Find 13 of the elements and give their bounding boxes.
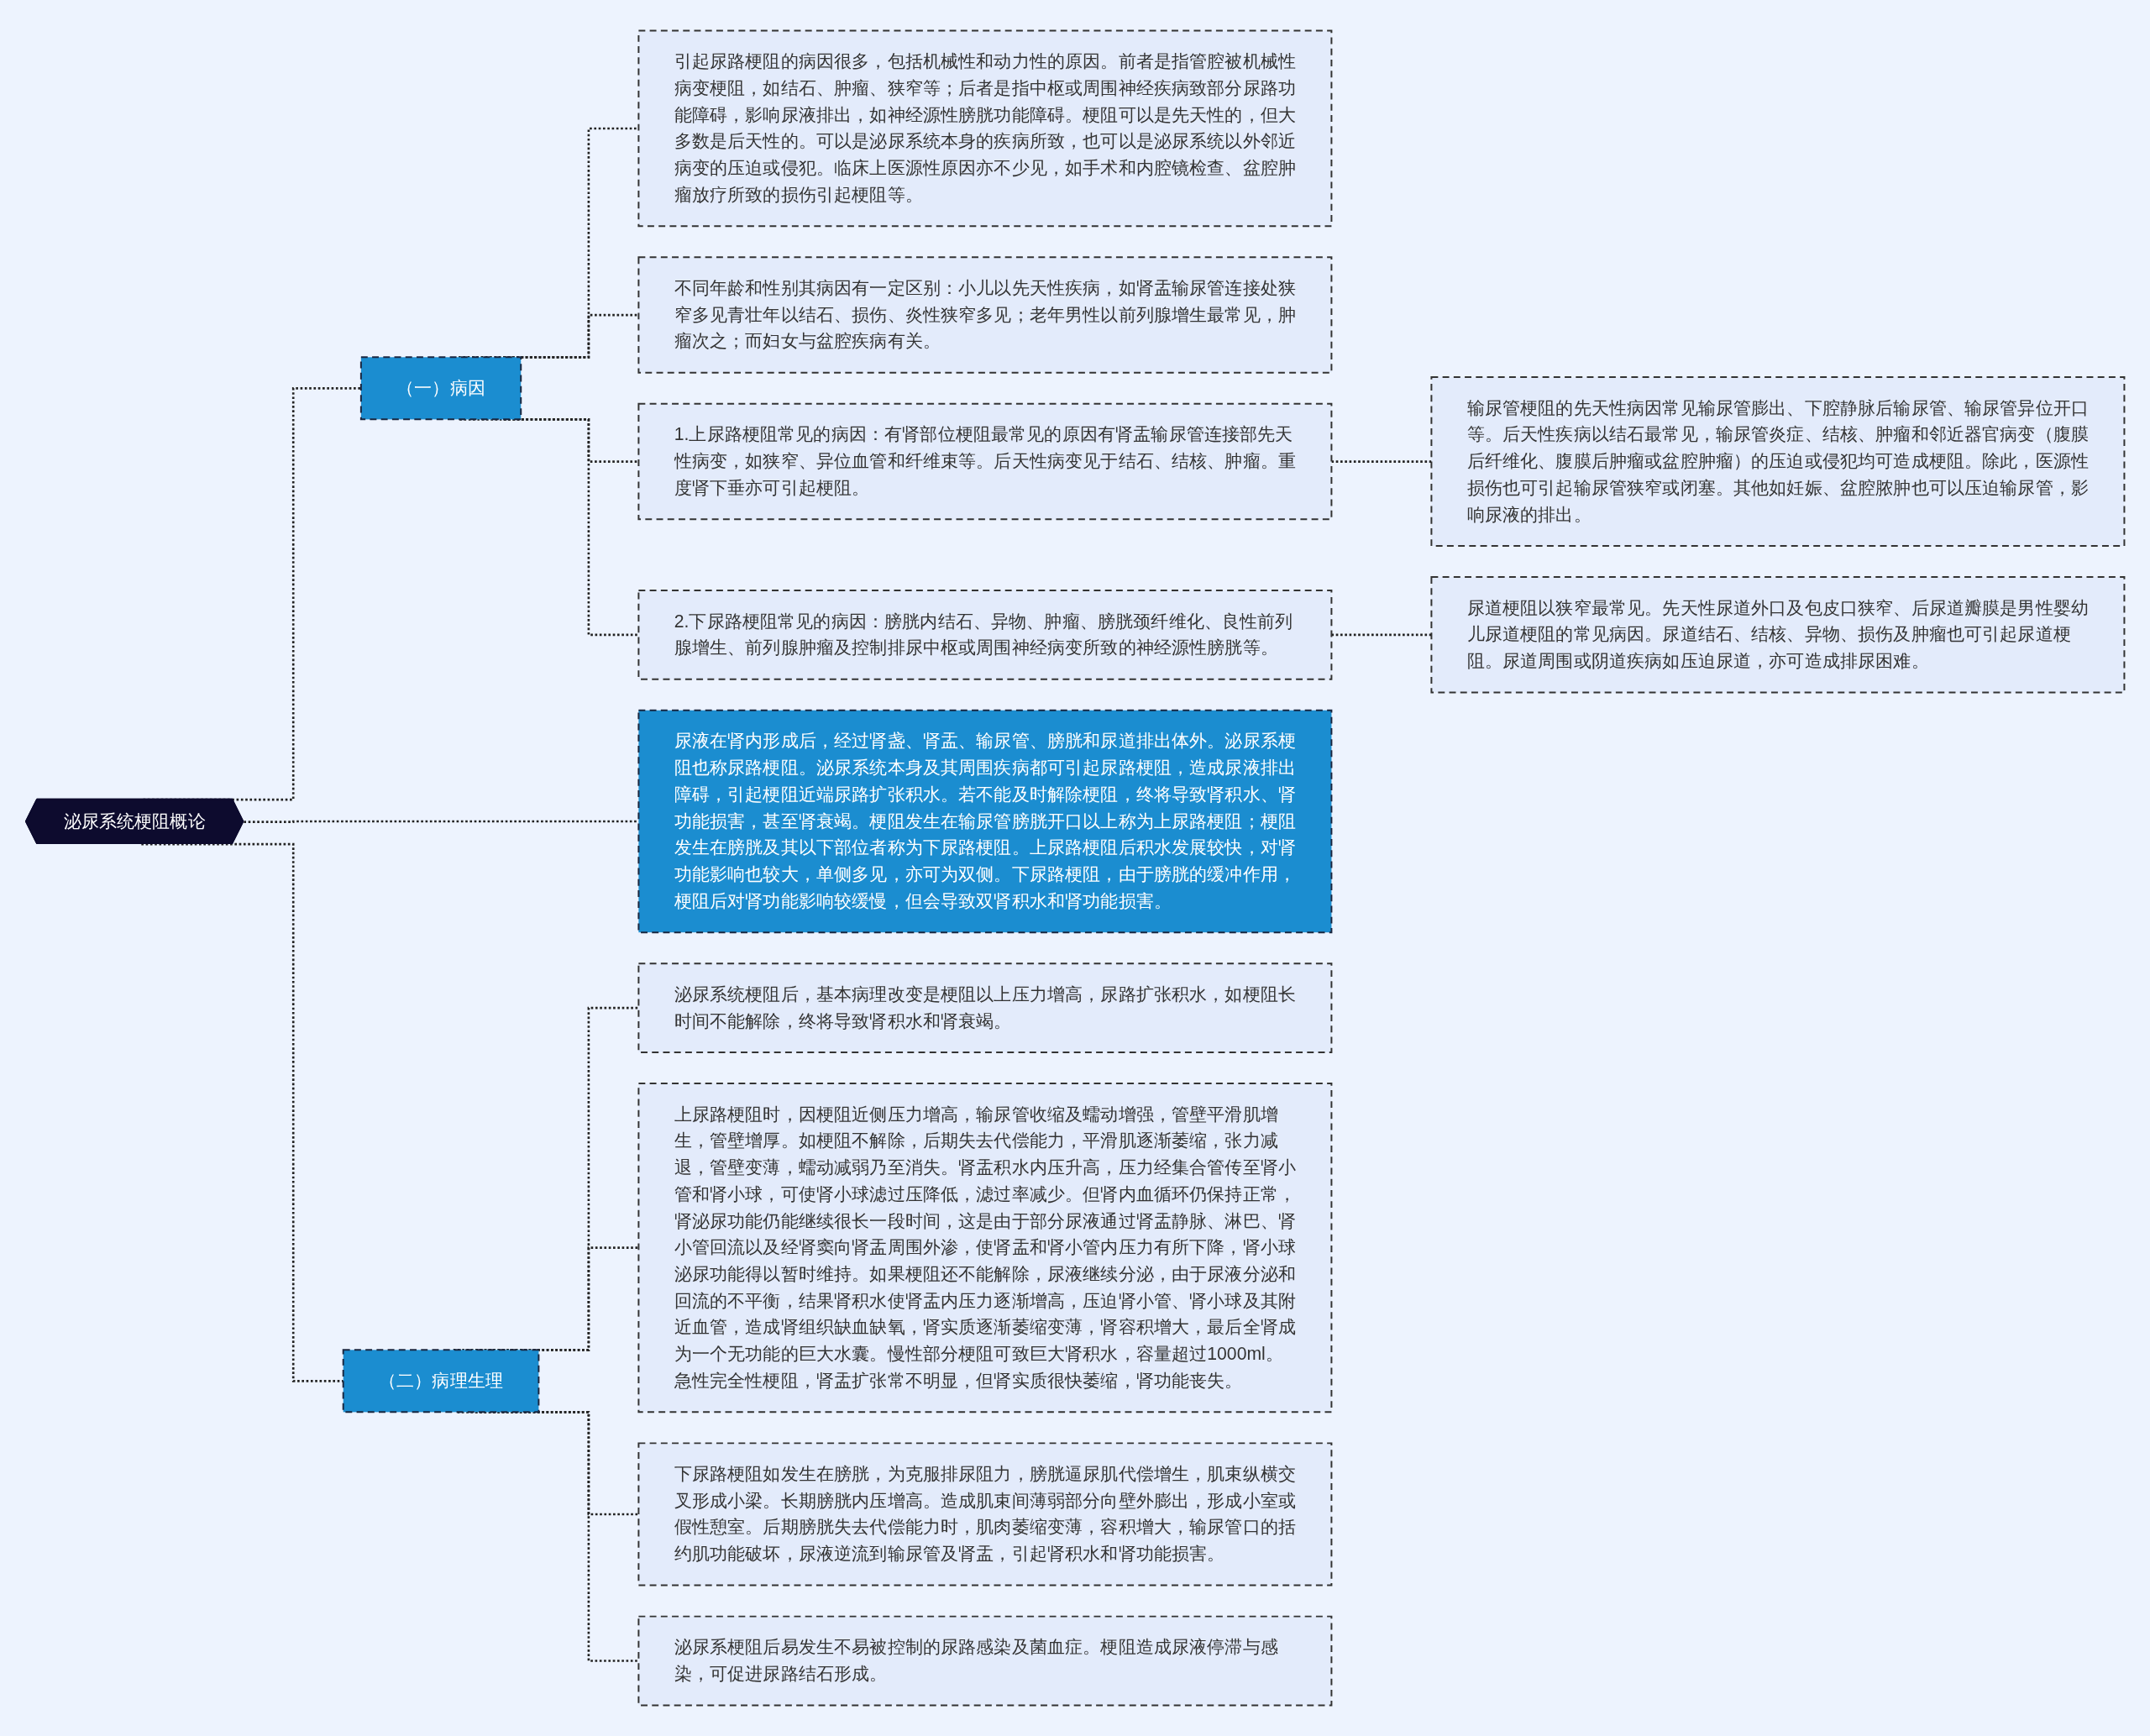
node-box: 尿道梗阻以狭窄最常见。先天性尿道外口及包皮口狭窄、后尿道瓣膜是男性婴幼儿尿道梗阻的常见病因。尿道结石、结核、异物、损伤及肿瘤也可引起尿道梗阻。尿道周围或阴道疾病如压迫尿道，亦可造成排尿困难。 [1430,576,2126,694]
node-box: 泌尿系统梗阻后，基本病理改变是梗阻以上压力增高，尿路扩张积水，如梗阻长时间不能解除，终将导致肾积水和肾衰竭。 [637,962,1333,1053]
node-box: 下尿路梗阻如发生在膀胱，为克服排尿阻力，膀胱逼尿肌代偿增生，肌束纵横交叉形成小梁。长期膀胱内压增高。造成肌束间薄弱部分向壁外膨出，形成小室或假性憩室。后期膀胱失去代偿能力时，肌肉萎缩变薄，容积增大，输尿管口的括约肌功能破坏，尿液逆流到输尿管及肾盂，引起肾积水和肾功能损害。 [637,1442,1333,1587]
node-box: 泌尿系梗阻后易发生不易被控制的尿路感染及菌血症。梗阻造成尿液停滞与感染，可促进尿路结石形成。 [637,1615,1333,1707]
node-box: （二）病理生理 [342,1349,540,1413]
node-box: 不同年龄和性别其病因有一定区别：小儿以先天性疾病，如肾盂输尿管连接处狭窄多见青壮年以结石、损伤、炎性狭窄多见；老年男性以前列腺增生最常见，肿瘤次之；而妇女与盆腔疾病有关。 [637,256,1333,374]
node-box: 引起尿路梗阻的病因很多，包括机械性和动力性的原因。前者是指管腔被机械性病变梗阻，如结石、肿瘤、狭窄等；后者是指中枢或周围神经疾病致部分尿路功能障碍，影响尿液排出，如神经源性膀胱功能障碍。梗阻可以是先天性的，但大多数是后天性的。可以是泌尿系统本身的疾病所致，也可以是泌尿系统以外邻近病变的压迫或侵犯。临床上医源性原因亦不少见，如手术和内腔镜检查、盆腔肿瘤放疗所致的损伤引起梗阻等。 [637,29,1333,228]
node-box: 2.下尿路梗阻常见的病因：膀胱内结石、异物、肿瘤、膀胱颈纤维化、良性前列腺增生、前列腺肿瘤及控制排尿中枢或周围神经病变所致的神经源性膀胱等。 [637,589,1333,680]
node-box: 输尿管梗阻的先天性病因常见输尿管膨出、下腔静脉后输尿管、输尿管异位开口等。后天性疾病以结石最常见，输尿管炎症、结核、肿瘤和邻近器官病变（腹膜后纤维化、腹膜后肿瘤或盆腔肿瘤）的压迫或侵犯均可造成梗阻。除此，医源性损伤也可引起输尿管狭窄或闭塞。其他如妊娠、盆腔脓肿也可以压迫输尿管，影响尿液的排出。 [1430,376,2126,548]
node-box: 上尿路梗阻时，因梗阻近侧压力增高，输尿管收缩及蠕动增强，管壁平滑肌增生，管壁增厚。如梗阻不解除，后期失去代偿能力，平滑肌逐渐萎缩，张力减退，管壁变薄，蠕动减弱乃至消失。肾盂积水内压升高，压力经集合管传至肾小管和肾小球，可使肾小球滤过压降低，滤过率减少。但肾内血循环仍保持正常，肾泌尿功能仍能继续很长一段时间，这是由于部分尿液通过肾盂静脉、淋巴、肾小管回流以及经肾窦向肾盂周围外渗，使肾盂和肾小管内压力有所下降，肾小球泌尿功能得以暂时维持。如果梗阻还不能解除，尿液继续分泌，由于尿液分泌和回流的不平衡，结果肾积水使肾盂内压力逐渐增高，压迫肾小管、肾小球及其附近血管，造成肾组织缺血缺氧，肾实质逐渐萎缩变薄，肾容积增大，最后全肾成为一个无功能的巨大水囊。慢性部分梗阻可致巨大肾积水，容量超过1000ml。急性完全性梗阻，肾盂扩张常不明显，但肾实质很快萎缩，肾功能丧失。 [637,1083,1333,1413]
node-box: 尿液在肾内形成后，经过肾盏、肾盂、输尿管、膀胱和尿道排出体外。泌尿系梗阻也称尿路梗阻。泌尿系统本身及其周围疾病都可引起尿路梗阻，造成尿液排出障碍，引起梗阻近端尿路扩张积水。若不能及时解除梗阻，终将导致肾积水、肾功能损害，甚至肾衰竭。梗阻发生在输尿管膀胱开口以上称为上尿路梗阻；梗阻发生在膀胱及其以下部位者称为下尿路梗阻。上尿路梗阻后积水发展较快，对肾功能影响也较大，单侧多见，亦可为双侧。下尿路梗阻，由于膀胱的缓冲作用，梗阻后对肾功能影响较缓慢，但会导致双肾积水和肾功能损害。 [637,709,1333,934]
node-box: （一）病因 [359,356,522,421]
node-box: 1.上尿路梗阻常见的病因：有肾部位梗阻最常见的原因有肾盂输尿管连接部先天性病变，如狭窄、异位血管和纤维束等。后天性病变见于结石、结核、肿瘤。重度肾下垂亦可引起梗阻。 [637,402,1333,521]
